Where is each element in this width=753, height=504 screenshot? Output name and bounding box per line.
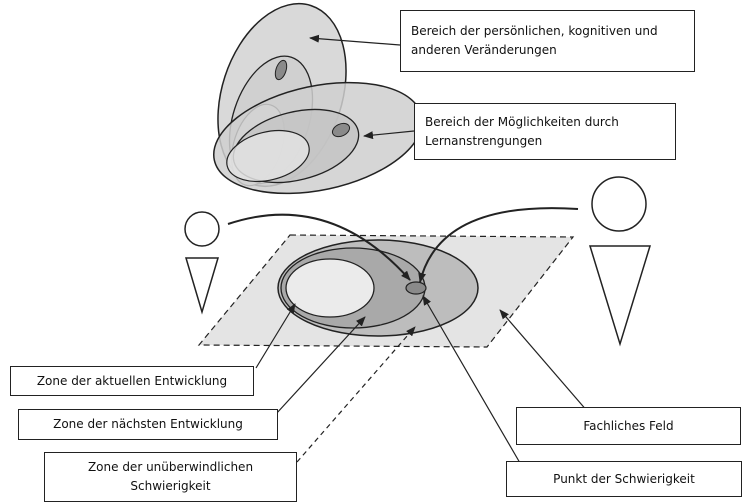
inner-ellipse-right-2	[226, 129, 310, 183]
label-moeglichkeiten-line1: Bereich der Möglichkeiten durch	[425, 114, 619, 129]
label-persoenliche-veraenderungen: Bereich der persönlichen, kognitiven und…	[400, 10, 695, 72]
zone-ellipses	[277, 239, 479, 337]
arrow-fachliches-feld	[499, 309, 589, 413]
arrow-unueberwindlich	[296, 326, 416, 463]
person-left-head	[184, 211, 220, 247]
label-fachliches-feld: Fachliches Feld	[516, 407, 741, 445]
arrow-persoenlich	[309, 34, 401, 46]
arrow-moeglichkeiten	[363, 130, 415, 140]
spot-ellipse-left	[274, 59, 288, 81]
punkt-schwierigkeit-spot	[405, 281, 427, 295]
person-right-head	[591, 176, 647, 232]
label-moeglichkeiten: Bereich der Möglichkeiten durch Lernanst…	[414, 103, 676, 160]
person-right	[588, 176, 652, 347]
arrow-naechste-zone	[275, 316, 366, 415]
label-unueberwindlich-line1: Zone der unüberwindlichen	[87, 460, 254, 475]
label-naechste-zone-text: Zone der nächsten Entwicklung	[53, 417, 243, 432]
person-right-body	[588, 245, 652, 347]
label-fachliches-feld-text: Fachliches Feld	[583, 418, 674, 433]
label-punkt-schwierigkeit: Punkt der Schwierigkeit	[506, 461, 742, 497]
label-persoenlich-line2: anderen Veränderungen	[411, 43, 557, 57]
label-aktuelle-zone-text: Zone der aktuellen Entwicklung	[36, 373, 228, 388]
label-unueberwindlich-line2: Schwierigkeit	[130, 479, 211, 493]
label-persoenlich-line1: Bereich der persönlichen, kognitiven und	[411, 24, 658, 39]
zone-aktuelle-ellipse	[285, 258, 375, 318]
person-left	[184, 211, 220, 315]
spot-ellipse-right	[331, 122, 351, 138]
label-naechste-zone: Zone der nächsten Entwicklung	[18, 409, 278, 440]
label-unueberwindlich: Zone der unüberwindlichen Schwierigkeit	[44, 452, 297, 502]
label-punkt-text: Punkt der Schwierigkeit	[553, 471, 695, 486]
connecting-curve	[227, 213, 411, 281]
label-aktuelle-zone: Zone der aktuellen Entwicklung	[10, 366, 254, 396]
label-moeglichkeiten-line2: Lernanstrengungen	[425, 133, 543, 148]
arrow-aktuelle-zone	[255, 303, 296, 369]
persoenliche-veraenderungen-ellipses	[213, 2, 423, 195]
connecting-curve-right	[418, 207, 579, 283]
arrow-punkt	[422, 295, 521, 464]
person-left-body	[184, 257, 220, 315]
